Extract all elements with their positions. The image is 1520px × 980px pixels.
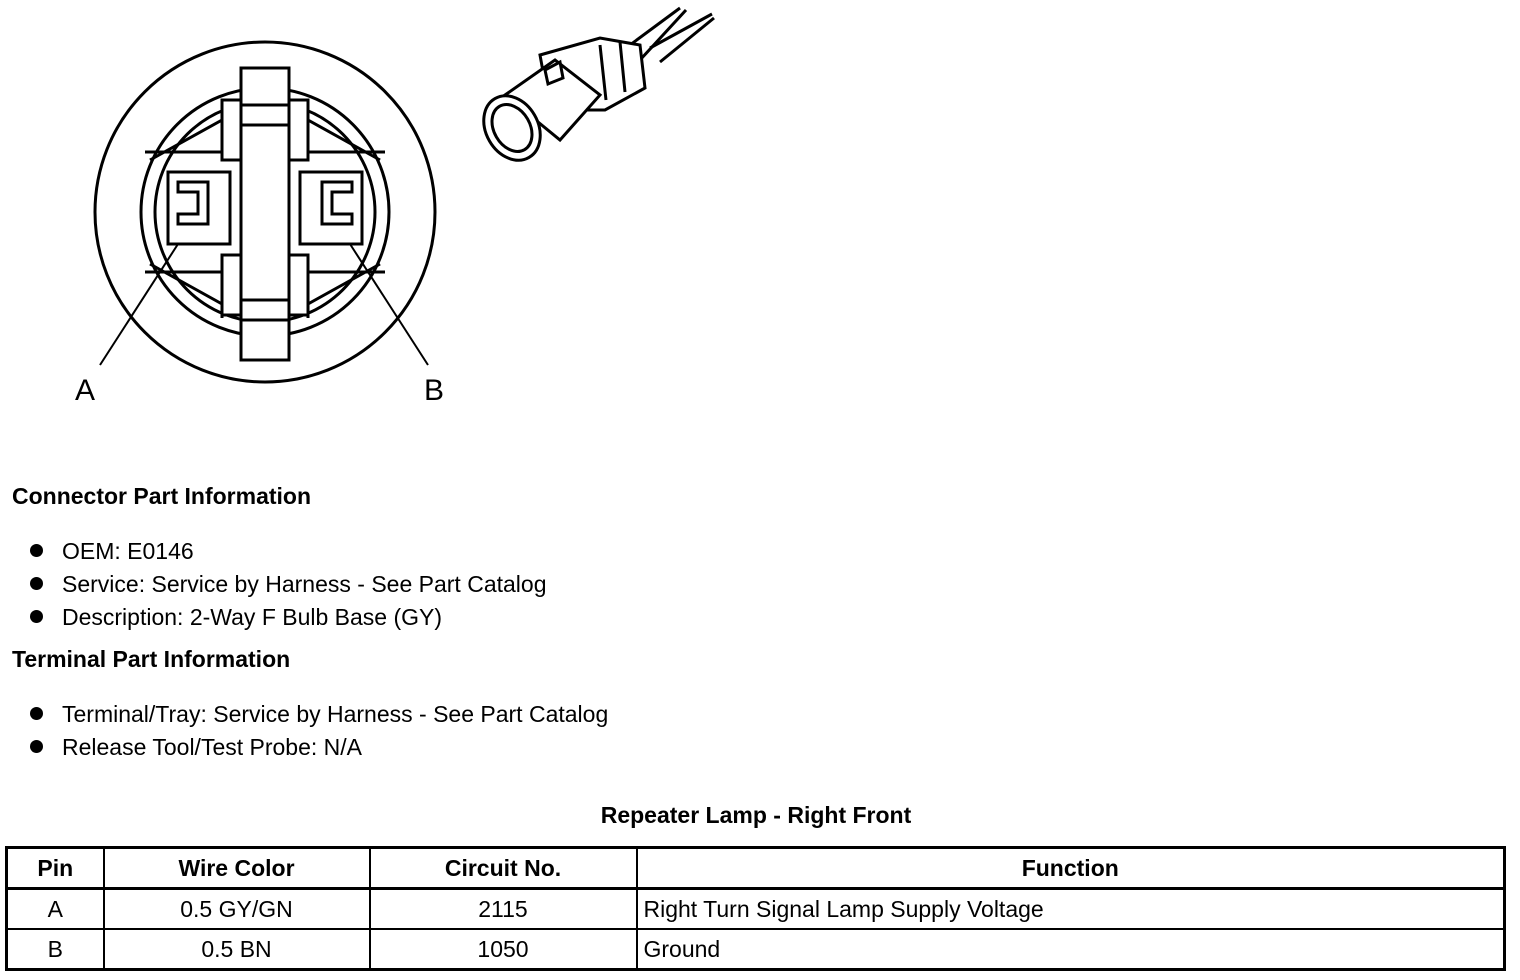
connector-info-list: OEM: E0146 Service: Service by Harness -…	[30, 538, 546, 637]
circuit-cell: 1050	[368, 928, 638, 971]
pin-table: Pin Wire Color Circuit No. Function A 0.…	[5, 846, 1506, 971]
list-item: Description: 2-Way F Bulb Base (GY)	[30, 604, 546, 637]
terminal-info-list: Terminal/Tray: Service by Harness - See …	[30, 701, 608, 767]
list-item-text: OEM: E0146	[62, 538, 194, 564]
list-item: Service: Service by Harness - See Part C…	[30, 571, 546, 604]
list-item: Terminal/Tray: Service by Harness - See …	[30, 701, 608, 734]
table-title: Repeater Lamp - Right Front	[600, 802, 912, 828]
table-header-row: Pin Wire Color Circuit No. Function	[5, 846, 1506, 890]
list-item-text: Service: Service by Harness - See Part C…	[62, 571, 547, 597]
leader-line-a	[99, 243, 179, 366]
pin-label-a: A	[75, 374, 96, 407]
connector-center-key	[239, 66, 291, 362]
pin-cell: A	[5, 887, 105, 930]
bullet-icon	[30, 610, 43, 623]
column-header: Pin	[5, 846, 105, 890]
connector-outer-ring	[93, 40, 437, 384]
bullet-icon	[30, 707, 43, 720]
terminal-a	[166, 170, 232, 246]
bullet-icon	[30, 740, 43, 753]
bullet-icon	[30, 577, 43, 590]
pin-label-b: B	[424, 374, 445, 407]
leader-line-b	[349, 243, 429, 366]
pin-cell: B	[5, 928, 105, 971]
bullet-icon	[30, 544, 43, 557]
wire-color-cell: 0.5 BN	[102, 928, 371, 971]
terminal-b	[298, 170, 364, 246]
list-item: Release Tool/Test Probe: N/A	[30, 734, 608, 767]
list-item: OEM: E0146	[30, 538, 546, 571]
circuit-cell: 2115	[368, 887, 638, 930]
column-header: Function	[635, 846, 1506, 890]
table-row: B 0.5 BN 1050 Ground	[5, 928, 1506, 971]
connector-diagram	[93, 6, 715, 384]
column-header: Circuit No.	[368, 846, 638, 890]
terminal-info-heading: Terminal Part Information	[12, 646, 291, 672]
wire-color-cell: 0.5 GY/GN	[102, 887, 371, 930]
list-item-text: Release Tool/Test Probe: N/A	[62, 734, 363, 760]
function-cell: Ground	[635, 928, 1506, 971]
list-item-text: Description: 2-Way F Bulb Base (GY)	[62, 604, 443, 630]
column-header: Wire Color	[102, 846, 371, 890]
connector-info-heading: Connector Part Information	[12, 483, 312, 509]
bulb-base-illustration	[482, 6, 715, 162]
list-item-text: Terminal/Tray: Service by Harness - See …	[62, 701, 609, 727]
table-row: A 0.5 GY/GN 2115 Right Turn Signal Lamp …	[5, 887, 1506, 930]
function-cell: Right Turn Signal Lamp Supply Voltage	[635, 887, 1506, 930]
